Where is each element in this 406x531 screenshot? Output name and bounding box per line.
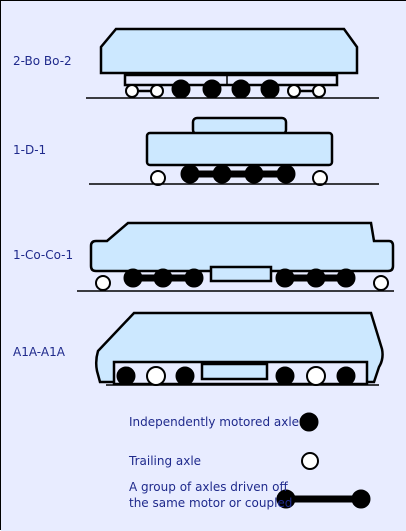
- loco-body: [89, 221, 395, 273]
- label-a1a-a1a: A1A-A1A: [13, 345, 65, 359]
- coupled-axle: [180, 164, 200, 184]
- label-1-d-1: 1-D-1: [13, 143, 47, 157]
- motored-axle: [275, 366, 295, 386]
- motored-axle: [116, 366, 136, 386]
- trailing-axle: [312, 170, 328, 186]
- legend-coupled-text: A group of axles driven off the same mot…: [129, 480, 293, 510]
- trailing-axle: [95, 275, 111, 291]
- motored-axle: [260, 79, 280, 99]
- motored-axle: [175, 366, 195, 386]
- coupled-axle: [275, 268, 295, 288]
- motored-axle: [202, 79, 222, 99]
- legend-coupled-axle-icon: [351, 489, 371, 509]
- legend-trailing-text: Trailing axle: [129, 454, 202, 468]
- trailing-axle: [306, 366, 326, 386]
- loco-a1a-a1a: [94, 311, 384, 386]
- coupled-axle: [123, 268, 143, 288]
- loco-2-bo-bo-2: [86, 27, 379, 99]
- motored-axle: [336, 366, 356, 386]
- fuel-tank: [209, 265, 273, 283]
- trailing-axle: [146, 366, 166, 386]
- loco-body: [145, 131, 334, 167]
- legend-trailing-axle-icon: [301, 452, 319, 470]
- motored-axle: [231, 79, 251, 99]
- label-1-co-co-1: 1-Co-Co-1: [13, 248, 74, 262]
- fuel-tank: [200, 362, 269, 381]
- trailing-axle: [150, 170, 166, 186]
- coupled-axle: [244, 164, 264, 184]
- trailing-axle: [373, 275, 389, 291]
- legend-motored-text: Independently motored axle: [129, 415, 300, 429]
- legend-coupled-axle-icon: [276, 489, 296, 509]
- coupled-axle: [306, 268, 326, 288]
- legend-motored-axle-icon: [299, 412, 319, 432]
- coupled-axle: [212, 164, 232, 184]
- coupled-axle: [276, 164, 296, 184]
- loco-1-co-co-1: [77, 221, 395, 292]
- loco-body: [99, 27, 359, 75]
- motored-axle: [171, 79, 191, 99]
- trailing-axle: [125, 84, 139, 98]
- trailing-axle: [287, 84, 301, 98]
- coupled-axle: [184, 268, 204, 288]
- trailing-axle: [150, 84, 164, 98]
- label-2-bo-bo-2: 2-Bo Bo-2: [13, 54, 72, 68]
- loco-1-d-1: [89, 116, 379, 186]
- coupled-axle: [153, 268, 173, 288]
- legend-symbols: [276, 412, 371, 509]
- loco-cab: [191, 116, 288, 136]
- underframe: [123, 73, 339, 87]
- trailing-axle: [312, 84, 326, 98]
- coupled-axle: [336, 268, 356, 288]
